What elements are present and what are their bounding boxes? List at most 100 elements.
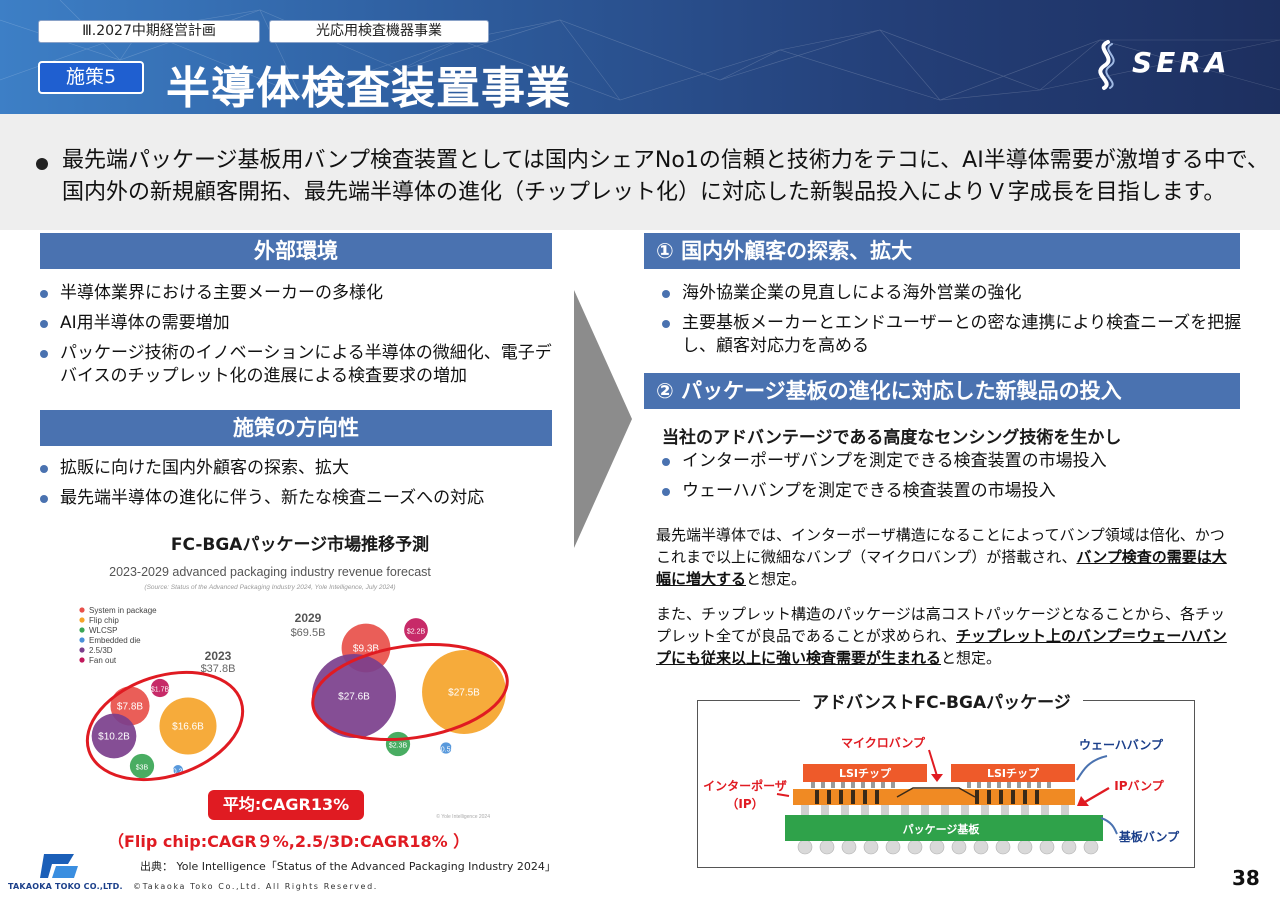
cagr-badge: 平均:CAGR13% (208, 790, 364, 820)
micro-bump-label: マイクロバンプ (841, 735, 926, 750)
bubble-label: $27.6B (338, 692, 370, 703)
micro-bumps (811, 782, 1051, 788)
list-item: 海外協業企業の見直しによる海外営業の強化 (660, 282, 1244, 305)
legend-swatch (79, 607, 85, 613)
bullet-dot (40, 495, 48, 503)
legend-swatch (79, 617, 85, 623)
wafer-bump-pointer-icon (1076, 755, 1108, 781)
section-external-title: 外部環境 (40, 233, 552, 269)
interposer-arrow-icon (776, 793, 790, 797)
bubble-mark (404, 618, 428, 642)
chart-watermark: © Yole Intelligence 2024 (436, 813, 490, 820)
bubble-mark (91, 713, 137, 759)
slide-header: Ⅲ.2027中期経営計画 光応用検査機器事業 施策5 半導体検査装置事業 SER… (0, 0, 1280, 114)
section-1-title: ① 国内外顧客の探索、拡大 (644, 233, 1240, 269)
legend-label: System in package (89, 606, 157, 615)
copyright: ©Takaoka Toko Co.,Ltd. All Rights Reserv… (133, 882, 378, 891)
legend-label: 2.5/3D (89, 646, 113, 655)
list-item: インターポーザバンプを測定できる検査装置の市場投入 (660, 450, 1244, 473)
list-item: パッケージ技術のイノベーションによる半導体の微細化、電子デバイスのチップレット化… (38, 342, 558, 388)
lsi-chip-2 (951, 764, 1075, 782)
group-year-label: 2029 (295, 611, 322, 625)
wafer-bump-label: ウェーハバンプ (1079, 737, 1164, 752)
bullet-dot (40, 350, 48, 358)
legend-swatch (79, 627, 85, 633)
legend-label: Embedded die (89, 636, 141, 645)
package-diagram: パッケージ基板 LSIチップ LSIチップ マイクロバンプ ウェーハバンプ IP… (703, 735, 1180, 855)
lsi-chip-1 (803, 764, 927, 782)
page-number: 38 (1232, 866, 1260, 890)
bubble-mark (159, 697, 217, 755)
chart-subtitle: (Source: Status of the Advanced Packagin… (144, 584, 395, 591)
section-2-title: ② パッケージ基板の進化に対応した新製品の投入 (644, 373, 1240, 409)
lsi-chip-2-label: LSIチップ (987, 766, 1040, 780)
highlight-ring (311, 642, 509, 742)
bubble-label: $7.8B (117, 702, 143, 713)
external-list: 半導体業界における主要メーカーの多様化 AI用半導体の需要増加 パッケージ技術の… (38, 282, 558, 395)
company-name: TAKAOKA TOKO CO.,LTD. (8, 882, 123, 891)
legend-label: Fan out (89, 656, 117, 665)
measure-tag: 施策5 (38, 61, 144, 94)
sera-logo-text: SERA (1132, 46, 1231, 79)
package-substrate (785, 815, 1103, 841)
legend-label: Flip chip (89, 616, 119, 625)
direction-list: 拡販に向けた国内外顧客の探索、拡大 最先端半導体の進化に伴う、新たな検査ニーズへ… (38, 457, 558, 517)
ip-bump-arrowhead-icon (1077, 796, 1089, 806)
bubble-mark (440, 742, 452, 754)
group-total-label: $37.8B (201, 663, 236, 675)
chart-bubbles: $7.8B$16.6B$10.2B$1.7B$3B$0.2B2023$37.8B… (85, 611, 509, 782)
sera-logo-icon (1098, 40, 1115, 90)
group-year-label: 2023 (205, 649, 232, 663)
list-item: 最先端半導体の進化に伴う、新たな検査ニーズへの対応 (38, 487, 558, 510)
legend-swatch (79, 637, 85, 643)
micro-bump-arrowhead-icon (931, 774, 943, 782)
substrate-label: パッケージ基板 (903, 822, 981, 836)
cagr-detail: （Flip chip:CAGR９%,2.5/3D:CAGR18% ） (108, 832, 470, 851)
section-1-list: 海外協業企業の見直しによる海外営業の強化 主要基板メーカーとエンドユーザーとの密… (660, 282, 1244, 365)
bullet-dot (36, 158, 48, 170)
bullet-dot (662, 488, 670, 496)
list-item: 半導体業界における主要メーカーの多様化 (38, 282, 558, 305)
ip-bumps (801, 805, 1069, 815)
interposer-layer (793, 789, 1075, 805)
list-item: 拡販に向けた国内外顧客の探索、拡大 (38, 457, 558, 480)
bullet-dot (40, 320, 48, 328)
bubble-label: $3B (136, 765, 149, 772)
breadcrumb-plan: Ⅲ.2027中期経営計画 (38, 20, 260, 43)
section-direction-title: 施策の方向性 (40, 410, 552, 446)
breadcrumb-business: 光応用検査機器事業 (269, 20, 489, 43)
group-total-label: $69.5B (291, 627, 326, 639)
intro-band (0, 114, 1280, 230)
ip-bump-label: IPバンプ (1114, 778, 1165, 793)
paragraph-microbump: 最先端半導体では、インターポーザ構造になることによってバンプ領域は倍化、かつこれ… (656, 526, 1227, 588)
bullet-dot (662, 458, 670, 466)
section-2-list: インターポーザバンプを測定できる検査装置の市場投入 ウェーハバンプを測定できる検… (660, 450, 1244, 510)
highlight-ring (85, 670, 245, 782)
list-item: 主要基板メーカーとエンドユーザーとの密な連携により検査ニーズを把握し、顧客対応力… (660, 312, 1244, 358)
substrate-bump-label: 基板バンプ (1118, 829, 1180, 844)
micro-bump-arrow-icon (928, 749, 938, 777)
legend-swatch (79, 657, 85, 663)
bubble-label: $2.2B (407, 629, 426, 636)
interposer-vias (815, 790, 1039, 804)
bubble-mark (311, 653, 397, 739)
advantage-lead: 当社のアドバンテージである高度なセンシング技術を生かし (662, 428, 1122, 448)
bubble-label: $27.5B (448, 688, 480, 699)
substrate-bumps (797, 839, 1099, 855)
bubble-label: $10.2B (98, 732, 130, 743)
bubble-mark (150, 678, 170, 698)
bubble-mark (129, 753, 155, 779)
chart-title: 2023-2029 advanced packaging industry re… (109, 565, 431, 579)
bubble-label: $9.3B (353, 644, 379, 655)
legend-swatch (79, 647, 85, 653)
paragraph-chiplet: また、チップレット構造のパッケージは高コストパッケージとなることから、各チップレ… (656, 605, 1227, 667)
bubble-label: $0.5B (437, 747, 456, 754)
list-item: AI用半導体の需要増加 (38, 312, 558, 335)
interposer-abbr-label: （IP） (726, 796, 763, 811)
bubble-label: $2.3B (389, 743, 408, 750)
arrow-chevron-icon (574, 290, 632, 548)
chart-caption: FC-BGAパッケージ市場推移予測 (170, 535, 430, 555)
bullet-dot (40, 465, 48, 473)
interposer-wiring (896, 787, 976, 798)
